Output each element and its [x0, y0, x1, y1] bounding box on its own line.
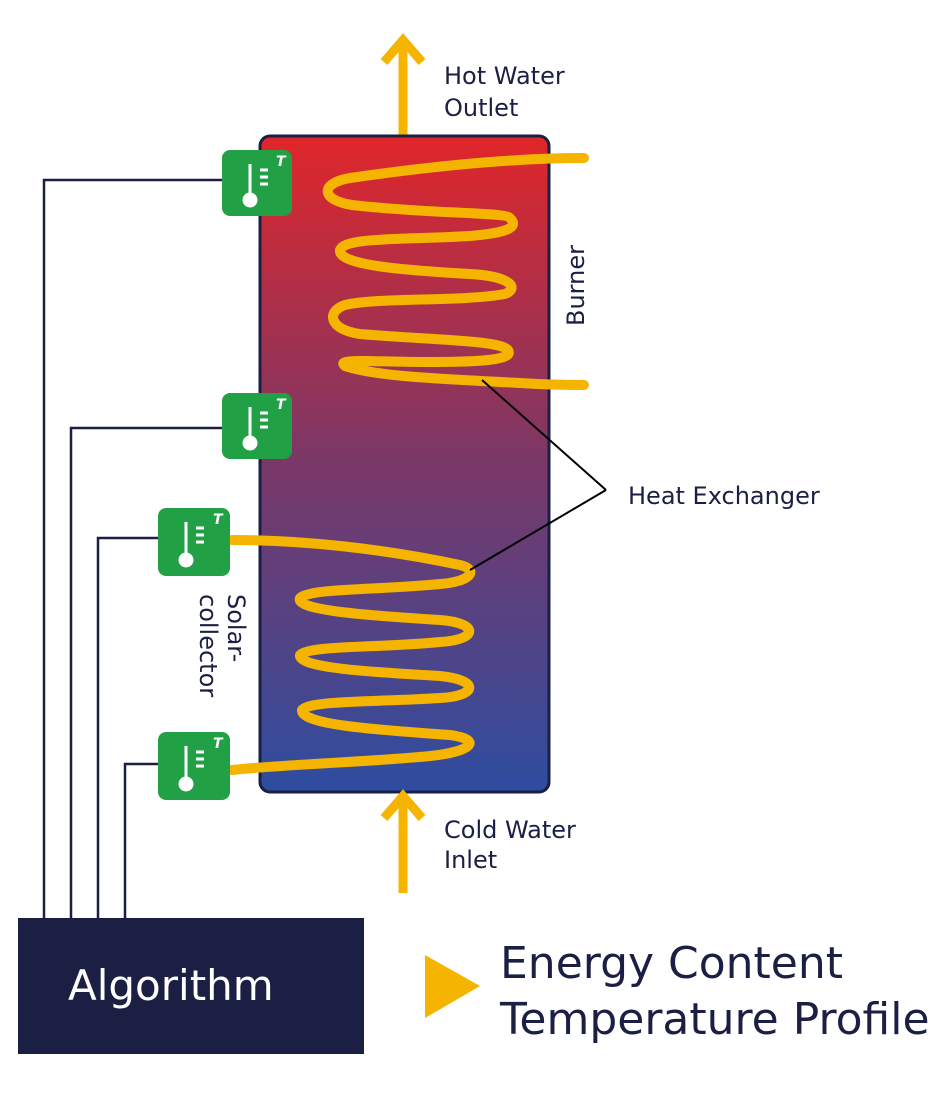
- cold-water-label-line1: Cold Water: [444, 816, 576, 844]
- thermometer-icon: [178, 522, 204, 568]
- hot-water-arrow: [380, 33, 426, 135]
- result-line1: Energy Content: [500, 938, 843, 989]
- solar-collector-label-line2: collector: [194, 594, 222, 697]
- sensor-symbol: T: [213, 736, 224, 752]
- thermometer-icon: [242, 164, 268, 208]
- heat-exchanger-pointers: [469, 379, 607, 571]
- result-line2: Temperature Profile: [499, 994, 930, 1045]
- sensor-symbol: T: [276, 397, 287, 413]
- sensor-symbol: T: [276, 154, 287, 170]
- solar-collector-label-line1: Solar-: [222, 594, 250, 662]
- wire-sensor-3: [96, 536, 158, 920]
- burner-label: Burner: [562, 245, 590, 326]
- temperature-sensor-1: T: [222, 150, 292, 216]
- wire-sensor-4: [123, 762, 158, 920]
- cold-water-label-line2: Inlet: [444, 846, 497, 874]
- heat-exchanger-label: Heat Exchanger: [628, 482, 820, 510]
- thermometer-icon: [242, 407, 268, 451]
- sensor-symbol: T: [213, 512, 224, 528]
- cold-water-arrow: [380, 789, 426, 893]
- temperature-sensor-3: T: [158, 508, 230, 576]
- thermometer-icon: [178, 746, 204, 792]
- sensor-wires: [42, 178, 222, 920]
- upper-coil: [322, 153, 589, 390]
- temperature-sensor-2: T: [222, 393, 292, 459]
- hot-water-label-line2: Outlet: [444, 94, 518, 122]
- temperature-sensor-4: T: [158, 732, 230, 800]
- algorithm-label: Algorithm: [68, 961, 274, 1010]
- wire-sensor-1: [42, 178, 222, 920]
- algorithm-box: [18, 918, 364, 1054]
- play-arrow-icon: [425, 955, 480, 1018]
- lower-coil: [227, 535, 476, 775]
- wire-sensor-2: [69, 426, 222, 920]
- hot-water-label-line1: Hot Water: [444, 62, 565, 90]
